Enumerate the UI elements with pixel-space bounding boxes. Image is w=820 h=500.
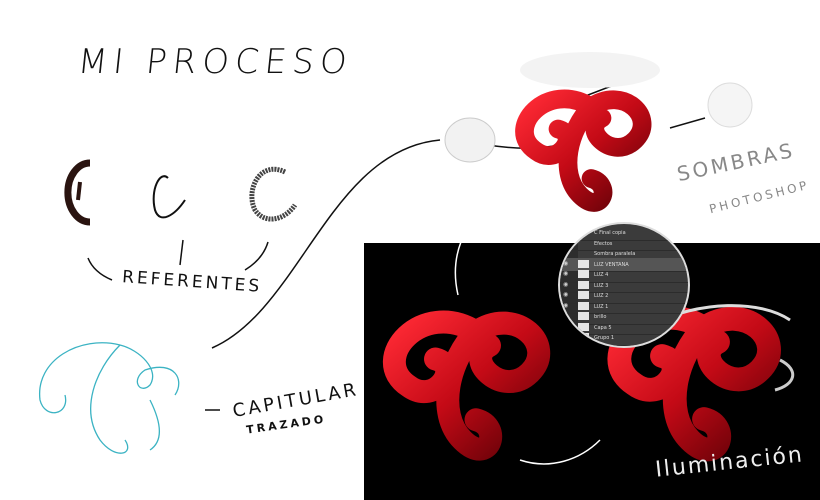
eye-icon[interactable]: ◉ bbox=[563, 249, 569, 256]
eye-icon[interactable]: ◉ bbox=[563, 280, 569, 288]
layer-item[interactable]: ◉ brillo bbox=[560, 310, 688, 325]
eye-icon[interactable]: ◉ bbox=[563, 333, 569, 340]
layer-item[interactable]: ◉ LUZ VENTANA bbox=[560, 257, 688, 272]
reference-c-bold bbox=[64, 159, 91, 226]
page-title: MI PROCESO bbox=[75, 42, 355, 82]
eye-icon[interactable]: ◉ bbox=[563, 312, 569, 319]
layer-thumbnail bbox=[578, 280, 589, 289]
reference-c-script bbox=[152, 175, 186, 219]
layer-item[interactable]: ◉ Capa 5 bbox=[560, 321, 688, 335]
eye-icon[interactable]: ◉ bbox=[563, 238, 569, 246]
eye-icon[interactable]: ◉ bbox=[563, 228, 569, 235]
layer-name: Efectos bbox=[594, 240, 613, 247]
layer-thumbnail bbox=[578, 333, 589, 341]
red-c-top bbox=[524, 99, 642, 203]
layer-name: Grupo 1 bbox=[594, 335, 615, 341]
layer-item[interactable]: ◉ LUZ 3 bbox=[560, 279, 688, 293]
eye-icon[interactable]: ◉ bbox=[563, 259, 569, 267]
eye-icon[interactable]: ◉ bbox=[563, 270, 569, 277]
layer-item[interactable]: ◉ Grupo 1 bbox=[560, 331, 688, 346]
layer-thumbnail bbox=[578, 259, 589, 268]
eye-icon[interactable]: ◉ bbox=[563, 291, 569, 298]
layer-item[interactable]: ◉ C Final copia bbox=[560, 226, 688, 241]
layer-item[interactable]: ◉ Efectos bbox=[560, 237, 688, 251]
layer-name: LUZ VENTANA bbox=[594, 261, 629, 268]
layer-item[interactable]: ◉ LUZ 2 bbox=[560, 289, 688, 304]
layer-name: C Final copia bbox=[594, 230, 626, 236]
capitular-sketch bbox=[39, 342, 180, 454]
layer-thumbnail bbox=[578, 343, 589, 346]
layer-name: LUZ 3 bbox=[594, 282, 609, 289]
layer-thumbnail bbox=[578, 301, 589, 310]
layer-thumbnail bbox=[578, 270, 589, 278]
reference-c-sketch bbox=[249, 166, 298, 222]
layer-item[interactable]: ◉ LUZ 1 bbox=[560, 300, 688, 314]
layer-name: Sombra paralela bbox=[594, 251, 636, 257]
layer-thumbnail bbox=[578, 322, 589, 331]
eye-icon[interactable]: ◉ bbox=[563, 322, 569, 330]
layer-thumbnail bbox=[578, 291, 589, 299]
layer-name: LUZ 1 bbox=[594, 303, 609, 310]
layer-name: Capa 5 bbox=[594, 324, 612, 331]
eye-icon[interactable]: ◉ bbox=[563, 343, 569, 348]
layer-item[interactable]: ◉ LUZ 4 bbox=[560, 268, 688, 283]
layer-name: brillo bbox=[594, 314, 607, 320]
eye-icon[interactable]: ◉ bbox=[563, 301, 569, 309]
layer-name: LUZ 2 bbox=[594, 293, 609, 299]
layers-panel-magnifier: ◉ C Final copia ◉ Efectos ◉ Sombra paralela ◉ L… bbox=[558, 222, 690, 348]
layer-thumbnail bbox=[578, 312, 589, 320]
layer-item[interactable]: ◉ C Final bbox=[560, 342, 688, 348]
layer-name: C Final bbox=[594, 346, 611, 347]
red-c-left bbox=[394, 322, 538, 449]
layer-name: LUZ 4 bbox=[594, 272, 609, 278]
